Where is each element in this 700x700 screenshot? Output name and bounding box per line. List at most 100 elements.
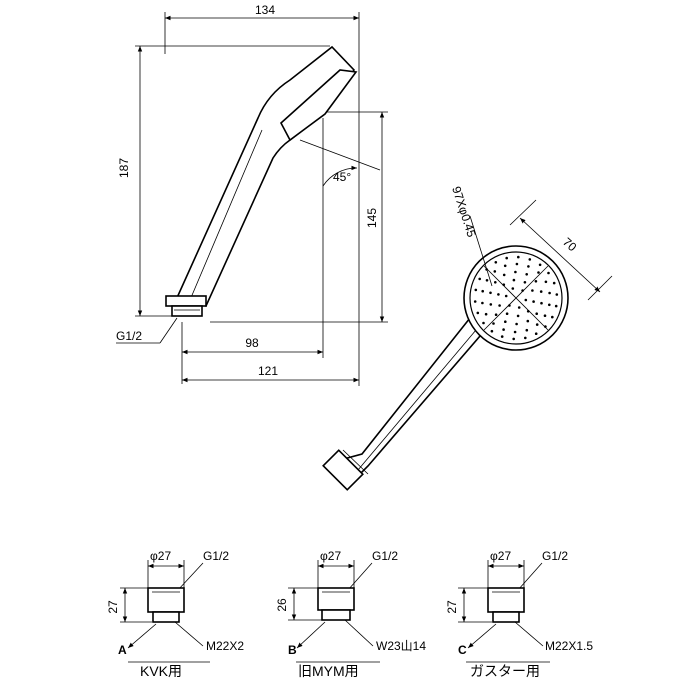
front-view: 97Xφ0.45 70 xyxy=(322,185,613,491)
leader-line xyxy=(159,317,178,344)
adapter-thread-top: G1/2 xyxy=(372,549,398,563)
nozzle-dot xyxy=(524,336,527,340)
nozzle-spec-label: 97Xφ0.45 xyxy=(449,185,479,240)
adapter-height: 27 xyxy=(445,600,459,614)
leader-line xyxy=(517,562,543,591)
nozzle-dot xyxy=(535,323,539,326)
dim-line-70 xyxy=(519,217,601,293)
nozzle-dot xyxy=(482,321,485,325)
adapter-nut xyxy=(321,609,351,621)
adapter-dia: φ27 xyxy=(490,549,511,563)
nozzle-dot xyxy=(517,255,520,259)
dim-98-label: 98 xyxy=(245,336,259,350)
nozzle-dot xyxy=(503,264,507,268)
nozzle-dot xyxy=(526,319,530,323)
nozzle-dot xyxy=(539,290,543,293)
adapter-thread-top: G1/2 xyxy=(203,549,229,563)
nozzle-dot xyxy=(544,280,548,284)
nozzle-dot xyxy=(514,270,517,274)
nozzle-dot xyxy=(481,289,485,293)
nozzle-dot xyxy=(502,273,506,277)
handle-collar xyxy=(165,295,207,307)
nozzle-dot xyxy=(525,328,529,332)
adapter-caption: ガスター用 xyxy=(470,663,540,679)
connector-label: G1/2 xyxy=(116,329,142,343)
nozzle-dot xyxy=(492,322,495,325)
nozzle-dot xyxy=(515,322,518,326)
adapter-caption: 旧MYM用 xyxy=(298,663,359,679)
nozzle-dot xyxy=(500,335,504,338)
dim-70-label: 70 xyxy=(560,235,580,255)
adapter-thread-bottom: W23山14 xyxy=(376,639,426,653)
dim-145-label: 145 xyxy=(365,208,379,228)
pointer-line xyxy=(467,623,497,649)
nozzle-dot xyxy=(544,325,547,328)
nozzle-dot xyxy=(494,281,497,284)
pointer-line xyxy=(127,623,157,649)
nozzle-dot xyxy=(511,287,515,290)
ext-line xyxy=(587,275,613,301)
front-head-inner xyxy=(469,251,563,345)
nozzle-dot xyxy=(527,265,530,268)
dim-187-label: 187 xyxy=(117,158,131,178)
nozzle-dot xyxy=(504,294,508,298)
front-handle xyxy=(328,316,481,483)
adapter-body xyxy=(317,587,355,611)
nozzle-dot xyxy=(505,256,509,260)
nozzle-dot xyxy=(528,258,532,261)
adapter-thread-bottom: M22X2 xyxy=(206,639,244,653)
ext-line xyxy=(509,199,537,226)
nozzle-dot xyxy=(517,306,521,309)
nozzle-dot xyxy=(476,311,480,315)
nozzle-dot xyxy=(494,313,498,317)
nozzle-dot xyxy=(508,304,511,307)
nozzle-dot xyxy=(523,281,527,284)
nozzle-dot xyxy=(534,332,538,336)
leader-line xyxy=(177,562,204,591)
adapter-dia: φ27 xyxy=(150,549,171,563)
nozzle-dot xyxy=(512,278,516,282)
nozzle-dot xyxy=(505,312,509,316)
nozzle-dot xyxy=(551,315,554,319)
nozzle-dot xyxy=(481,301,484,305)
leader-line xyxy=(514,621,544,647)
adapter-height: 27 xyxy=(106,600,120,614)
nozzle-dot xyxy=(543,314,547,318)
nozzle-dot xyxy=(494,261,498,264)
adapter-height: 26 xyxy=(275,598,289,612)
angle-arc xyxy=(322,165,358,187)
adapter-nut xyxy=(492,611,520,623)
dim-134-label: 134 xyxy=(255,3,275,17)
angle-label: 45° xyxy=(333,170,351,184)
adapter-thread-top: G1/2 xyxy=(542,549,568,563)
front-connector xyxy=(322,449,364,491)
nozzle-dot xyxy=(547,271,550,275)
nozzle-dot xyxy=(478,277,482,281)
nozzle-dot xyxy=(538,263,542,267)
handle-center-line xyxy=(357,329,477,471)
leader-line xyxy=(469,215,493,287)
nozzle-dot xyxy=(515,262,519,266)
angle-ref-line xyxy=(299,139,381,171)
handle-edge xyxy=(189,129,263,301)
nozzle-dot xyxy=(516,314,520,318)
nozzle-dot xyxy=(484,312,488,316)
nozzle-dot xyxy=(531,289,534,292)
nozzle-dot xyxy=(512,337,515,341)
nozzle-dot xyxy=(537,271,540,274)
nozzle-dot xyxy=(489,291,492,295)
nozzle-dot xyxy=(548,303,551,307)
adapter-b: φ27 G1/2 26 W23山14 B 旧MYM用 xyxy=(275,549,426,679)
nozzle-dot xyxy=(525,273,528,276)
pointer-line xyxy=(296,621,326,649)
nozzle-dot xyxy=(497,293,500,296)
nozzle-dot xyxy=(524,298,528,302)
adapter-letter: A xyxy=(118,643,127,657)
leader-line xyxy=(344,619,374,647)
nozzle-dot xyxy=(485,279,489,282)
nozzle-dot xyxy=(504,320,507,324)
nozzle-dot xyxy=(555,293,559,296)
leader-line xyxy=(347,562,373,591)
nozzle-dot xyxy=(548,291,551,295)
